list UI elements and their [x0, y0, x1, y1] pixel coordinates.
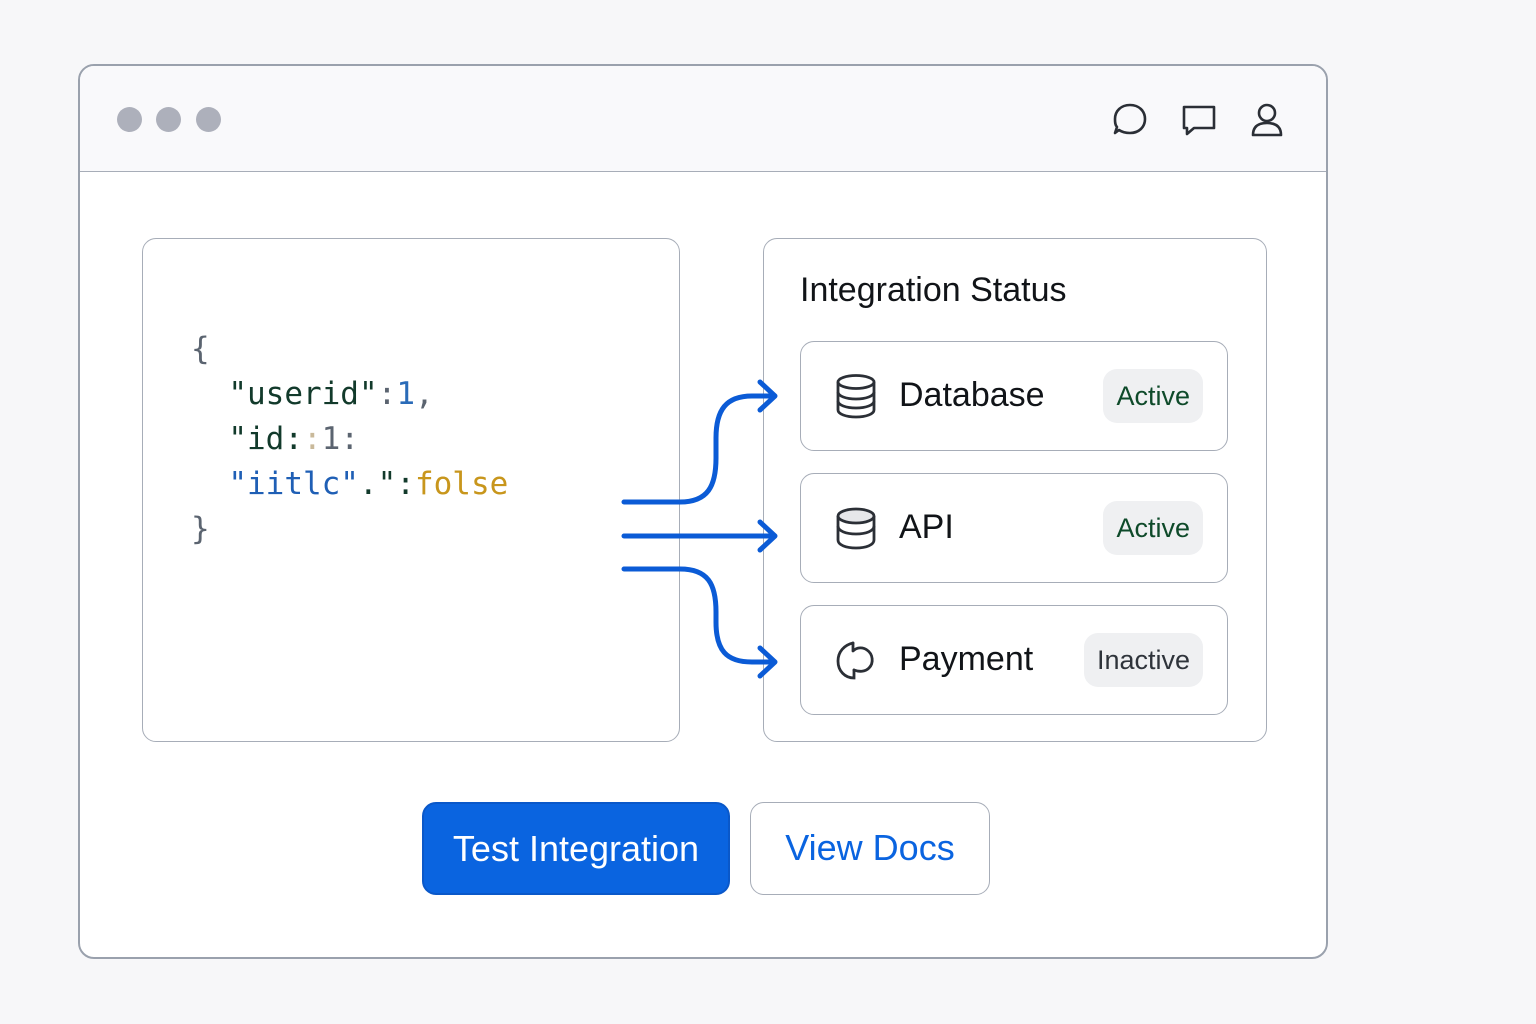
- integration-status-panel: Integration Status Database Active API A…: [763, 238, 1267, 742]
- code-token: 1: [396, 376, 415, 412]
- payment-icon: [836, 641, 874, 680]
- app-window: { "userid":1, "id::1: "iitlc".":folse} I…: [78, 64, 1328, 959]
- comment-icon[interactable]: [1179, 100, 1219, 140]
- json-code-block: { "userid":1, "id::1: "iitlc".":folse}: [191, 327, 508, 552]
- code-token: }: [191, 511, 210, 547]
- window-minimize-dot[interactable]: [156, 107, 181, 132]
- code-token: folse: [414, 466, 509, 502]
- api-icon: [836, 507, 876, 550]
- status-panel-title: Integration Status: [800, 271, 1067, 309]
- view-docs-button[interactable]: View Docs: [750, 802, 990, 895]
- code-line: "iitlc".":folse: [191, 462, 508, 507]
- code-token: .":: [358, 466, 415, 502]
- code-token: "iitlc": [228, 466, 359, 502]
- user-icon[interactable]: [1247, 100, 1287, 140]
- code-token: [191, 376, 228, 412]
- code-token: "id:: [228, 421, 303, 457]
- code-line: "userid":1,: [191, 372, 508, 417]
- database-icon: [836, 374, 876, 419]
- status-card-api[interactable]: API Active: [800, 473, 1228, 583]
- code-line: }: [191, 507, 508, 552]
- code-token: 1:: [321, 421, 359, 457]
- status-card-payment[interactable]: Payment Inactive: [800, 605, 1228, 715]
- status-card-label: API: [899, 508, 954, 546]
- chat-bubble-icon[interactable]: [1110, 100, 1150, 140]
- code-line: "id::1:: [191, 417, 508, 462]
- code-token: [191, 466, 228, 502]
- code-line: {: [191, 327, 508, 372]
- json-code-panel: { "userid":1, "id::1: "iitlc".":folse}: [142, 238, 680, 742]
- code-token: "userid": [228, 376, 378, 412]
- title-bar: [80, 66, 1326, 172]
- code-token: {: [191, 331, 210, 367]
- code-token: ,: [414, 376, 434, 412]
- window-maximize-dot[interactable]: [196, 107, 221, 132]
- status-badge: Active: [1103, 369, 1203, 423]
- code-token: [191, 421, 228, 457]
- window-close-dot[interactable]: [117, 107, 142, 132]
- status-badge: Inactive: [1083, 633, 1203, 687]
- status-card-label: Database: [899, 376, 1045, 414]
- code-token: :: [377, 376, 397, 412]
- status-card-label: Payment: [899, 640, 1034, 678]
- test-integration-button[interactable]: Test Integration: [422, 802, 730, 895]
- status-badge: Active: [1103, 501, 1203, 555]
- code-token: :: [302, 421, 322, 457]
- status-card-database[interactable]: Database Active: [800, 341, 1228, 451]
